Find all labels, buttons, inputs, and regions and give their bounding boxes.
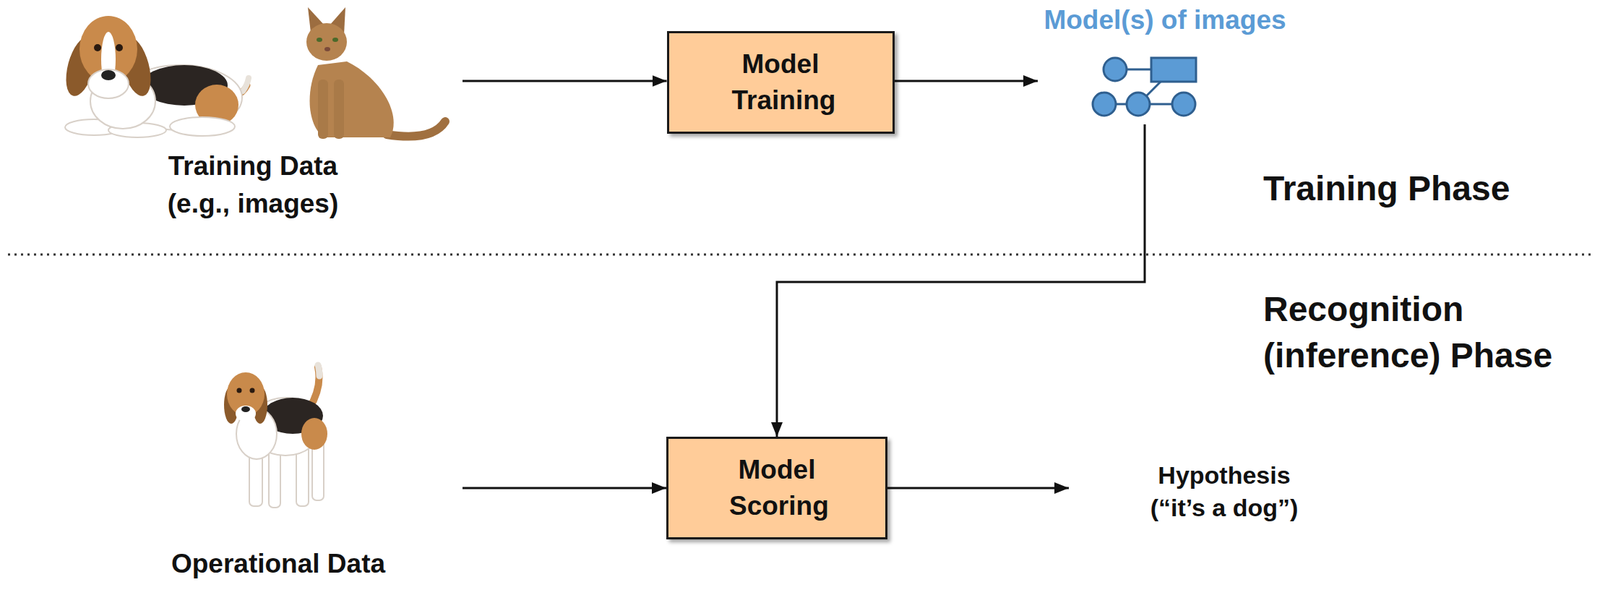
node-label: Operational Data (171, 546, 386, 582)
standing-beagle-part (250, 388, 256, 394)
lying-beagle-part (101, 70, 116, 81)
standing-beagle-part (317, 364, 320, 376)
phase-divider (7, 253, 1593, 256)
model-icon-part (1151, 57, 1197, 82)
lying-beagle-part (115, 44, 123, 52)
model-icon-part (1103, 57, 1127, 81)
sitting-cat-part (386, 121, 446, 137)
phase-label: Recognition (inference) Phase (1263, 286, 1557, 379)
data-source: Training Data (e.g., images) (43, 0, 463, 226)
lying-beagle-part (93, 44, 102, 52)
standing-beagle (224, 364, 328, 508)
process-box: Model Training (667, 31, 895, 134)
sitting-cat-part (332, 37, 339, 42)
standing-beagle-part (235, 405, 256, 422)
standing-beagle-part (226, 372, 265, 416)
sitting-cat-part (333, 79, 344, 139)
process-box: Model Scoring (666, 436, 888, 540)
sitting-cat-part (306, 23, 347, 61)
lying-beagle-part (88, 69, 129, 99)
data-source: Operational Data (93, 357, 463, 584)
flow-arrow (462, 80, 668, 83)
model-icon-part (1092, 92, 1116, 116)
model-icon-part (1172, 92, 1196, 116)
phase-label: Training Phase (1263, 166, 1510, 212)
flow-arrow (462, 487, 667, 490)
model-store: Model(s) of images (1037, 0, 1293, 125)
standing-beagle-part (301, 417, 328, 450)
flow-arrow (887, 487, 1069, 490)
sitting-cat-part (317, 79, 329, 139)
model-icon-part (1126, 92, 1150, 116)
node-label: Model(s) of images (1043, 2, 1286, 38)
standing-beagle-part (237, 388, 243, 394)
flow-arrow (894, 80, 1039, 83)
sitting-cat-part (324, 46, 331, 52)
sitting-cat (306, 7, 446, 139)
node-label: Training Data (e.g., images) (164, 147, 342, 223)
result-node: Hypothesis (“it’s a dog”) (1068, 451, 1380, 532)
lying-beagle-part (101, 31, 116, 87)
lying-beagle-part (242, 78, 249, 92)
node-label: Model Scoring (729, 451, 825, 524)
node-label: Hypothesis (“it’s a dog”) (1149, 458, 1301, 524)
node-label: Model Training (732, 46, 830, 119)
lying-beagle-part (169, 117, 235, 136)
sitting-cat-part (316, 37, 323, 42)
flow-arrow (776, 124, 1145, 437)
model-icon (1092, 57, 1197, 116)
lying-beagle (60, 15, 249, 138)
standing-beagle-part (241, 406, 251, 412)
